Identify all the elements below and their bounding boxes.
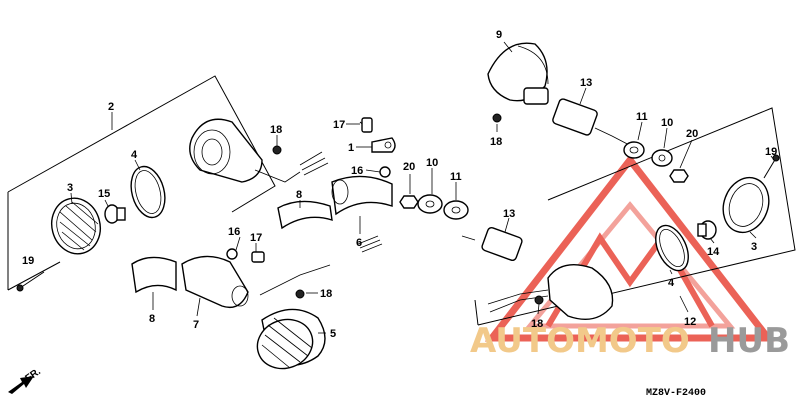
callout-16-lower: 16 <box>228 226 240 238</box>
callout-15: 15 <box>98 188 110 200</box>
callout-16-upper: 16 <box>351 165 363 177</box>
callout-5: 5 <box>330 328 336 340</box>
callout-9: 9 <box>496 29 502 41</box>
callout-6: 6 <box>356 237 362 249</box>
callout-11-upper: 11 <box>636 111 648 123</box>
nut-16-upper <box>379 166 391 178</box>
callout-11-center: 11 <box>450 171 462 183</box>
callout-20-upper: 20 <box>686 128 698 140</box>
callout-17-upper: 17 <box>333 119 345 131</box>
grommet-11-upper <box>623 141 645 159</box>
screw-left <box>16 271 45 292</box>
bulb-left <box>104 204 126 224</box>
mount-arm-lower <box>181 255 331 309</box>
screw-right <box>763 154 780 179</box>
clamp-half-lower <box>131 256 177 294</box>
left-assembly-frame <box>7 75 276 291</box>
watermark-text: AUTOMOTO HUB <box>470 321 790 361</box>
nut-lower-right <box>534 295 544 305</box>
callout-4-left: 4 <box>131 149 138 161</box>
callout-18-upper-left: 18 <box>270 124 282 136</box>
bolt-lower <box>251 251 265 263</box>
gasket-right <box>655 224 689 272</box>
lens-left <box>51 197 101 255</box>
nut-lower-center <box>295 289 305 299</box>
mount-bracket-upper <box>331 175 393 253</box>
washer-10-center <box>417 194 443 214</box>
callout-3-right: 3 <box>751 241 757 253</box>
lens-right <box>722 176 770 234</box>
turn-signal-rear <box>487 42 549 105</box>
callout-labels: 2 4 3 15 19 18 17 1 16 8 6 16 17 18 8 7 … <box>22 29 777 340</box>
callout-13-upper: 13 <box>580 77 592 89</box>
nut-upper-right <box>492 113 502 123</box>
clamp-bracket <box>371 137 396 153</box>
callout-18-lower-center: 18 <box>320 288 332 300</box>
callout-17-lower: 17 <box>250 232 262 244</box>
turn-signal-housing-right <box>487 264 614 320</box>
callout-1: 1 <box>348 142 354 154</box>
nut-upper-left <box>272 145 282 155</box>
front-direction-arrow: FR. <box>8 366 43 394</box>
nut-16-lower <box>226 248 238 260</box>
callout-8-upper: 8 <box>296 189 302 201</box>
callout-8-lower: 8 <box>149 313 155 325</box>
bulb-right <box>697 220 717 240</box>
callout-13-lower: 13 <box>503 208 515 220</box>
bolt-upper <box>359 117 373 133</box>
watermark-text-hub: HUB <box>708 321 790 361</box>
callout-18-upper-right: 18 <box>490 136 502 148</box>
turn-signal-front <box>256 308 326 370</box>
nut-20-upper <box>669 169 689 183</box>
callout-19-left: 19 <box>22 255 34 267</box>
washer-10-upper <box>651 149 673 167</box>
socket-lower <box>461 226 523 262</box>
callout-18-lower-right: 18 <box>531 318 543 330</box>
callout-3-left: 3 <box>67 182 73 194</box>
callout-10-center: 10 <box>426 157 438 169</box>
leader-lines <box>70 41 775 334</box>
callout-20-center: 20 <box>403 161 415 173</box>
clamp-half-upper <box>277 200 333 230</box>
gasket-left <box>130 165 166 219</box>
turn-signal-housing-left <box>189 118 329 183</box>
callout-7: 7 <box>193 319 199 331</box>
socket-upper <box>552 98 636 149</box>
callout-10-upper: 10 <box>661 117 673 129</box>
callout-4-right: 4 <box>668 277 675 289</box>
callout-14: 14 <box>707 246 720 258</box>
watermark-logo <box>484 154 776 342</box>
callout-19-right: 19 <box>765 146 777 158</box>
nut-20-center <box>399 195 419 209</box>
grommet-11-center <box>443 200 469 220</box>
callout-2: 2 <box>108 101 114 113</box>
watermark-text-automoto: AUTOMOTO <box>470 321 690 361</box>
diagram-code: MZ8V-F2400 <box>646 388 706 399</box>
callout-12: 12 <box>684 316 696 328</box>
